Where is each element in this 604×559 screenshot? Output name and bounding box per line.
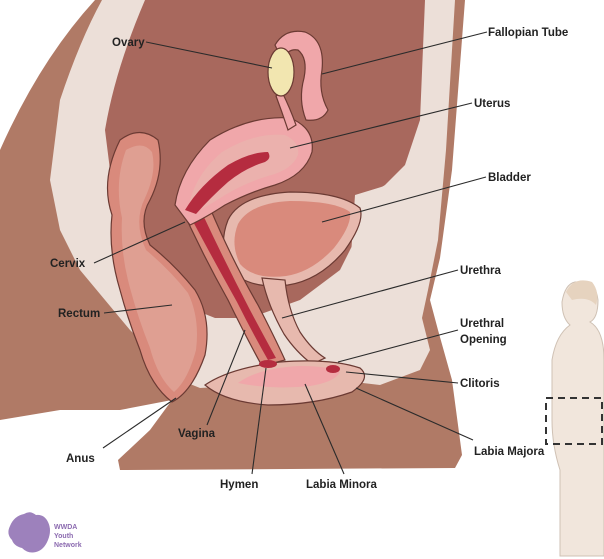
wwda-youth-network-logo: WWDA Youth Network — [8, 512, 81, 552]
label-urethral-opening-2: Opening — [460, 334, 507, 346]
label-urethral-opening-1: Urethral — [460, 318, 504, 330]
female-silhouette-icon — [552, 280, 604, 556]
label-labia-majora: Labia Majora — [474, 446, 545, 458]
label-anus: Anus — [66, 453, 95, 465]
hymen — [259, 360, 277, 368]
label-hymen: Hymen — [220, 479, 258, 491]
clitoris — [326, 365, 340, 373]
label-clitoris: Clitoris — [460, 378, 500, 390]
label-fallopian-tube: Fallopian Tube — [488, 27, 568, 39]
ovary — [268, 48, 294, 96]
label-ovary: Ovary — [112, 37, 145, 49]
logo-line2: Youth — [54, 533, 73, 540]
label-rectum: Rectum — [58, 308, 100, 320]
australia-map-icon — [8, 512, 50, 552]
label-uterus: Uterus — [474, 98, 510, 110]
label-urethra: Urethra — [460, 265, 502, 277]
label-labia-minora: Labia Minora — [306, 479, 378, 491]
label-vagina: Vagina — [178, 428, 216, 440]
label-cervix: Cervix — [50, 258, 86, 270]
label-bladder: Bladder — [488, 172, 531, 184]
logo-line1: WWDA — [54, 524, 77, 531]
logo-line3: Network — [54, 542, 82, 549]
